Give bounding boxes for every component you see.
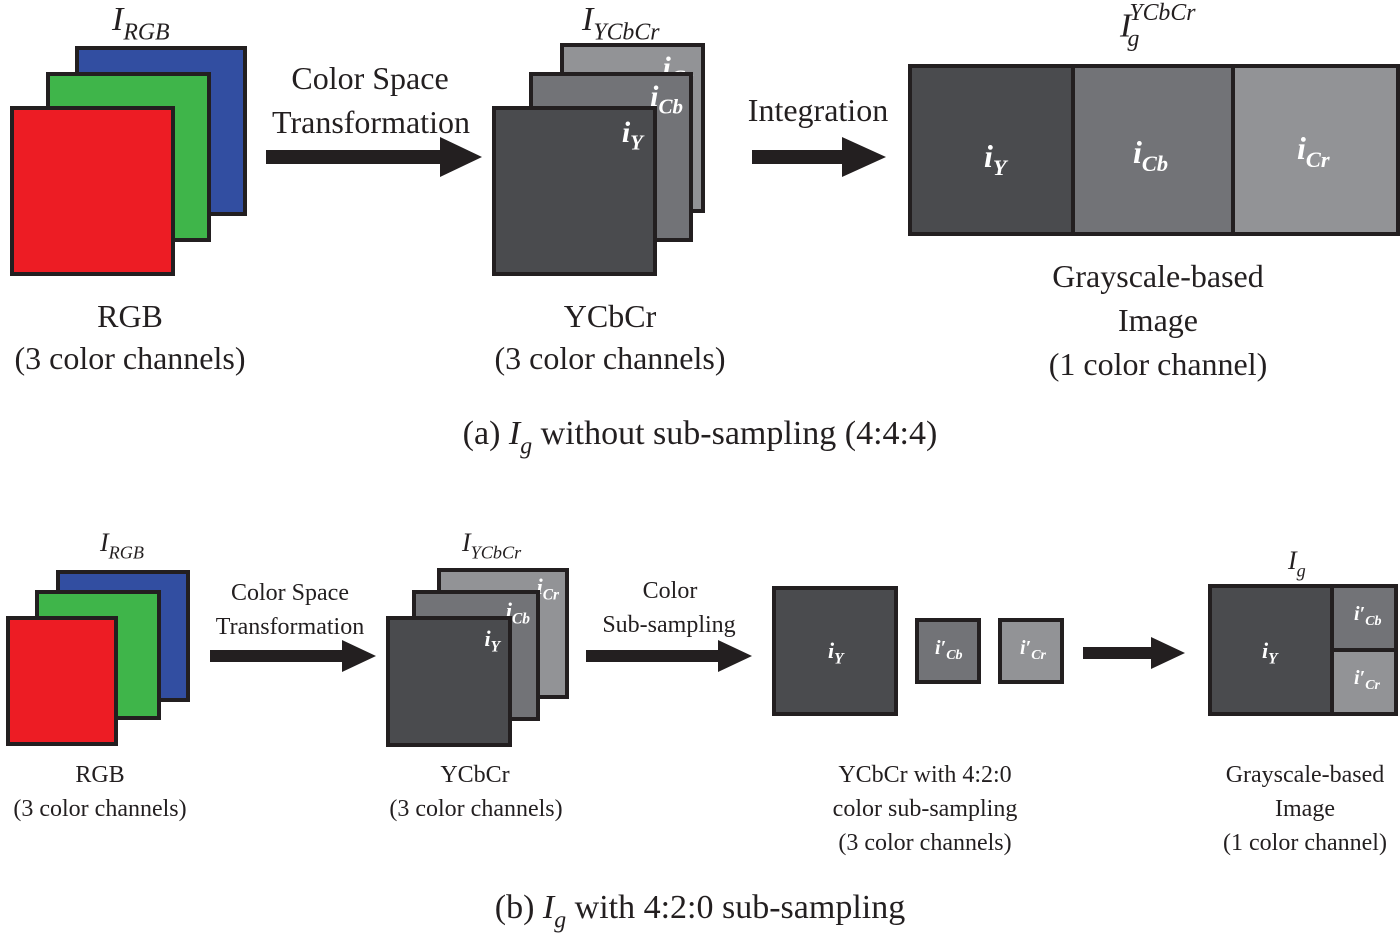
gray-title-line2: Image bbox=[1275, 796, 1335, 822]
arrow-right-icon bbox=[1083, 637, 1185, 669]
ycbcr-title: YCbCr bbox=[563, 298, 657, 334]
y-channel-square: iY bbox=[772, 586, 898, 716]
cr-subsampled-square: i′Cr bbox=[998, 618, 1064, 684]
y-region-label: iY bbox=[1262, 638, 1278, 668]
gray-symbol: IYCbCrg bbox=[1120, 0, 1196, 53]
subsampled-title-line1: YCbCr with 4:2:0 bbox=[838, 762, 1012, 788]
arrow1-label-line2: Transformation bbox=[215, 614, 365, 640]
arrow-right-icon bbox=[266, 137, 482, 177]
caption-a: (a) Ig without sub-sampling (4:4:4) bbox=[462, 415, 938, 460]
gray-title-line2: Image bbox=[1118, 302, 1198, 338]
cr-region: iCr bbox=[1235, 68, 1396, 232]
arrow-right-icon bbox=[210, 640, 376, 672]
red-channel-square bbox=[6, 616, 118, 746]
cb-region: i′Cb bbox=[1334, 588, 1394, 652]
arrow2-label-line2: Sub-sampling bbox=[602, 612, 736, 638]
rgb-symbol: IRGB bbox=[112, 1, 170, 46]
y-region: iY bbox=[912, 68, 1075, 232]
cb-region-label: i′Cb bbox=[1354, 603, 1382, 629]
cr-region-label: i′Cr bbox=[1354, 667, 1380, 693]
subsampled-title-line2: color sub-sampling bbox=[832, 796, 1018, 822]
ycbcr-symbol: IYCbCr bbox=[582, 1, 660, 46]
integrated-image: iY iCb iCr bbox=[908, 64, 1400, 236]
rgb-symbol: IRGB bbox=[100, 528, 145, 563]
y-channel-square: iY bbox=[386, 616, 512, 747]
cr-subsampled-label: i′Cr bbox=[1020, 637, 1046, 663]
gray-symbol: Ig bbox=[1288, 546, 1306, 581]
cb-channel-label: iCb bbox=[505, 598, 530, 628]
cb-subsampled-label: i′Cb bbox=[935, 637, 963, 663]
cb-region: iCb bbox=[1075, 68, 1235, 232]
cr-channel-label: iCr bbox=[536, 574, 559, 604]
gray-title-line1: Grayscale-based bbox=[1052, 258, 1264, 294]
cb-channel-label: iCb bbox=[650, 80, 683, 119]
arrow2-label-line1: Color bbox=[642, 578, 698, 604]
arrow-right-icon bbox=[752, 137, 886, 177]
ycbcr-symbol: IYCbCr bbox=[462, 528, 522, 563]
ycbcr-title: YCbCr bbox=[440, 762, 510, 788]
ycbcr-subtitle: (3 color channels) bbox=[389, 796, 563, 822]
rgb-title: RGB bbox=[97, 298, 163, 334]
rgb-subtitle: (3 color channels) bbox=[14, 340, 246, 376]
cr-region: i′Cr bbox=[1334, 652, 1394, 712]
y-region: iY bbox=[1212, 588, 1334, 712]
chroma-column: i′Cb i′Cr bbox=[1334, 588, 1394, 712]
rgb-title: RGB bbox=[75, 762, 125, 788]
gray-subtitle: (1 color channel) bbox=[1048, 346, 1268, 382]
gray-title-line1: Grayscale-based bbox=[1225, 762, 1385, 788]
arrow-right-icon bbox=[586, 640, 752, 672]
y-region-label: iY bbox=[984, 138, 1007, 180]
rgb-subtitle: (3 color channels) bbox=[13, 796, 187, 822]
cr-region-label: iCr bbox=[1297, 130, 1330, 172]
ycbcr-subtitle: (3 color channels) bbox=[494, 340, 726, 376]
y-channel-square: iY bbox=[492, 106, 657, 276]
subsampled-subtitle: (3 color channels) bbox=[838, 830, 1012, 856]
packed-image: iY i′Cb i′Cr bbox=[1208, 584, 1398, 716]
gray-subtitle: (1 color channel) bbox=[1223, 830, 1387, 856]
arrow1-label-line1: Color Space bbox=[291, 60, 449, 96]
cb-region-label: iCb bbox=[1133, 134, 1169, 176]
arrow1-label-line2: Transformation bbox=[272, 104, 470, 140]
y-channel-label: iY bbox=[621, 116, 643, 155]
y-channel-label: iY bbox=[828, 638, 844, 668]
arrow1-label-line1: Color Space bbox=[231, 580, 349, 606]
red-channel-square bbox=[10, 106, 175, 276]
cb-subsampled-square: i′Cb bbox=[915, 618, 981, 684]
y-channel-label: iY bbox=[484, 626, 500, 656]
caption-b: (b) Ig with 4:2:0 sub-sampling bbox=[494, 889, 906, 934]
arrow2-label: Integration bbox=[747, 92, 889, 128]
